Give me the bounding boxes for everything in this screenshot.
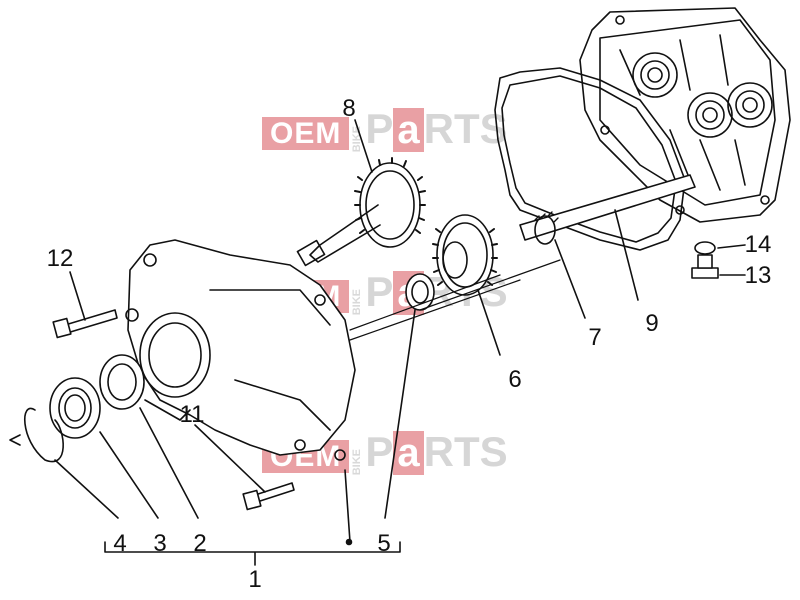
callout-9: 9: [645, 310, 658, 337]
leader-11: [194, 424, 266, 493]
shaft-7: [519, 174, 696, 245]
callout-2: 2: [193, 530, 206, 557]
leader-9: [614, 209, 639, 301]
group-bracket: [104, 541, 401, 566]
callout-6: 6: [508, 366, 521, 393]
leader-12: [69, 271, 86, 321]
bolt-12: [52, 309, 118, 339]
washer-14: [694, 241, 716, 255]
callout-12: 12: [47, 245, 74, 272]
gear-8: [296, 157, 426, 267]
leader-14: [717, 244, 746, 249]
gasket-inner: [501, 75, 677, 243]
seal-2: [99, 354, 145, 410]
leader-8: [354, 119, 373, 173]
leader-5: [384, 309, 416, 519]
leader-cover: [344, 469, 351, 543]
transmission-cover: [125, 239, 356, 461]
bearing-3: [49, 377, 101, 439]
leader-dot: [345, 538, 353, 546]
leader-2: [139, 407, 199, 519]
leader-6: [477, 289, 501, 356]
callout-11: 11: [180, 401, 205, 428]
leader-4: [54, 459, 119, 519]
callout-7: 7: [588, 324, 601, 351]
leader-7: [554, 239, 586, 319]
gasket: [494, 67, 686, 251]
callout-1: 1: [248, 566, 261, 593]
callout-3: 3: [153, 530, 166, 557]
callout-8: 8: [342, 95, 355, 122]
callout-14: 14: [745, 231, 772, 258]
callout-13: 13: [745, 262, 772, 289]
bearing-5: [405, 273, 435, 311]
gear-6: [432, 214, 498, 296]
bolt-11: [242, 482, 295, 511]
circlip-4: [9, 407, 64, 463]
callout-4: 4: [113, 530, 126, 557]
callout-5: 5: [377, 530, 390, 557]
plug-13: [691, 254, 719, 279]
crankcase-housing: [579, 7, 791, 223]
leader-3: [99, 431, 159, 519]
